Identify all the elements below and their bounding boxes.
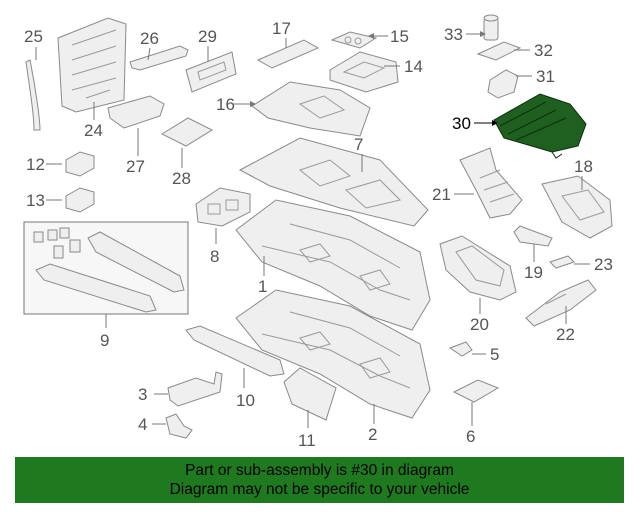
part-22 xyxy=(525,279,597,327)
callout-20: 20 xyxy=(470,315,489,334)
callout-30: 30 xyxy=(452,114,471,133)
part-28 xyxy=(160,117,214,147)
callout-14: 14 xyxy=(404,57,423,76)
callout-7: 7 xyxy=(354,135,363,154)
callout-31: 31 xyxy=(536,67,555,86)
part-24 xyxy=(57,17,127,113)
callout-27: 27 xyxy=(126,157,145,176)
callout-8: 8 xyxy=(210,247,219,266)
callout-15: 15 xyxy=(390,27,409,46)
callout-9: 9 xyxy=(100,331,109,350)
part-23 xyxy=(549,255,575,269)
callout-19: 19 xyxy=(524,263,543,282)
callout-13: 13 xyxy=(26,191,45,210)
part-30-highlighted xyxy=(493,93,587,159)
callout-11: 11 xyxy=(298,431,316,450)
callout-29: 29 xyxy=(198,27,217,46)
callout-16: 16 xyxy=(216,95,235,114)
part-31 xyxy=(487,69,519,99)
part-13 xyxy=(65,187,95,213)
callout-25: 25 xyxy=(24,27,43,46)
callout-21: 21 xyxy=(432,185,451,204)
callout-28: 28 xyxy=(172,169,191,188)
callout-22: 22 xyxy=(556,325,575,344)
part-6 xyxy=(452,379,500,403)
callout-3: 3 xyxy=(138,385,147,404)
part-15 xyxy=(330,31,378,49)
part-8 xyxy=(195,187,251,227)
callout-26: 26 xyxy=(140,29,159,48)
part-33 xyxy=(483,14,499,41)
callout-1: 1 xyxy=(258,277,267,296)
part-4 xyxy=(165,413,193,439)
callout-6: 6 xyxy=(466,427,475,446)
part-17 xyxy=(256,39,320,69)
part-16 xyxy=(251,81,371,137)
callout-18: 18 xyxy=(574,157,593,176)
part-11 xyxy=(283,367,337,421)
part-5 xyxy=(448,341,473,357)
callout-17: 17 xyxy=(272,19,291,38)
part-25 xyxy=(25,59,41,131)
part-26 xyxy=(129,45,189,71)
part-10 xyxy=(185,325,285,377)
part-19 xyxy=(513,225,553,247)
callout-32: 32 xyxy=(534,41,553,60)
banner-line-2: Diagram may not be specific to your vehi… xyxy=(169,481,470,498)
part-2 xyxy=(235,289,431,419)
callout-5: 5 xyxy=(490,345,499,364)
callout-4: 4 xyxy=(138,415,147,434)
part-18 xyxy=(541,175,613,239)
callout-23: 23 xyxy=(594,255,613,274)
part-14 xyxy=(329,51,399,93)
part-12 xyxy=(65,151,95,177)
part-1 xyxy=(235,199,431,331)
part-21 xyxy=(459,147,523,219)
part-7 xyxy=(238,137,429,227)
callout-33: 33 xyxy=(444,25,463,44)
part-32 xyxy=(476,41,522,61)
callout-2: 2 xyxy=(368,425,377,444)
callout-12: 12 xyxy=(26,155,45,174)
callout-10: 10 xyxy=(236,391,255,410)
part-27 xyxy=(107,95,165,129)
part-3 xyxy=(167,371,223,407)
callout-24: 24 xyxy=(84,121,103,140)
part-9-inset xyxy=(23,221,189,315)
banner-line-1: Part or sub-assembly is #30 in diagram xyxy=(185,462,454,479)
part-20 xyxy=(439,235,517,301)
info-banner: Part or sub-assembly is #30 in diagram D… xyxy=(15,457,624,503)
part-29 xyxy=(185,51,237,93)
